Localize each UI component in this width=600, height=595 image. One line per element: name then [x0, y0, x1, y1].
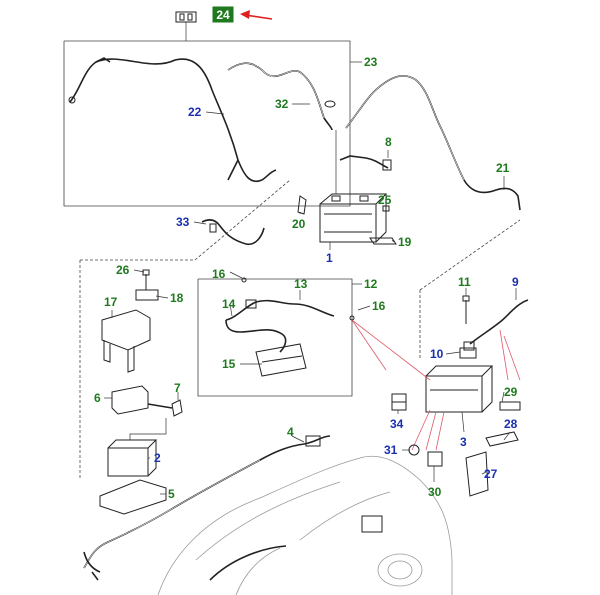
bracket-34-drawing: [391, 393, 407, 411]
callout-16a: 16: [212, 267, 226, 281]
callout-18: 18: [170, 291, 184, 305]
clip-10-drawing: [459, 347, 477, 359]
callout-20: 20: [292, 217, 306, 231]
callout-17: 17: [104, 295, 118, 309]
callout-24-box: [212, 6, 234, 23]
callout-19: 19: [398, 235, 412, 249]
callout-10: 10: [430, 347, 444, 361]
frame-upper-cable-group: [63, 40, 351, 207]
cable-4-drawing: [83, 435, 331, 581]
junction-6-drawing: [111, 385, 183, 417]
callout-11: 11: [458, 275, 471, 289]
callout-23: 23: [364, 55, 378, 69]
callout-8: 8: [385, 135, 392, 149]
callout-31: 31: [384, 443, 398, 457]
callout-12: 12: [364, 277, 378, 291]
cable-21-drawing: [345, 75, 521, 211]
cable-9-drawing: [463, 299, 529, 351]
bracket-27-drawing: [465, 451, 489, 497]
callout-27: 27: [484, 467, 498, 481]
callouts: 24 23 22 32 8 21 25 20 19 33 1 26 16 13 …: [94, 6, 519, 501]
cable-33-drawing: [201, 219, 265, 246]
bracket-20-drawing: [297, 195, 307, 215]
callout-34: 34: [390, 417, 404, 431]
battery-2-drawing: [107, 418, 167, 477]
cable-8-drawing: [339, 155, 392, 171]
callout-4: 4: [287, 425, 294, 439]
callout-32: 32: [275, 97, 289, 111]
callout-5: 5: [168, 487, 175, 501]
callout-26: 26: [116, 263, 130, 277]
callout-13: 13: [294, 277, 308, 291]
callout-33: 33: [176, 215, 190, 229]
battery-1-drawing: [319, 130, 388, 243]
callout-2: 2: [154, 451, 161, 465]
frames: [63, 40, 521, 478]
callout-9: 9: [512, 275, 519, 289]
callout-25: 25: [378, 193, 392, 207]
pad-29-drawing: [499, 401, 521, 411]
callout-21: 21: [496, 161, 510, 175]
cable-22-drawing: [68, 57, 277, 182]
callout-24: 24: [216, 8, 230, 22]
tray-5-drawing: [99, 479, 167, 515]
cable-13-drawing: [225, 277, 355, 353]
battery-3-drawing: [351, 319, 521, 451]
connector-24-drawing: [175, 11, 197, 41]
callout-6: 6: [94, 391, 101, 405]
callout-29: 29: [504, 385, 518, 399]
red-arrow-icon: [240, 10, 273, 20]
frame-battery-monitor-group: [197, 278, 353, 397]
callout-15: 15: [222, 357, 236, 371]
callout-1: 1: [326, 251, 333, 265]
monitor-15-drawing: [255, 343, 307, 377]
callout-30: 30: [428, 485, 442, 499]
bolt-11-drawing: [462, 295, 470, 324]
callout-16b: 16: [372, 299, 386, 313]
parts-30-31-drawing: [408, 444, 443, 467]
vehicle-outline-drawing: [157, 455, 453, 595]
callout-28: 28: [504, 417, 518, 431]
callout-7: 7: [174, 381, 181, 395]
bracket-17-drawing: [101, 269, 159, 373]
cable-32-drawing: [227, 62, 336, 131]
bracket-19-drawing: [369, 237, 397, 245]
leader-lines: [104, 103, 517, 495]
callout-3: 3: [460, 435, 467, 449]
callout-22: 22: [188, 105, 202, 119]
plate-28-drawing: [485, 431, 519, 447]
callout-14: 14: [222, 297, 236, 311]
